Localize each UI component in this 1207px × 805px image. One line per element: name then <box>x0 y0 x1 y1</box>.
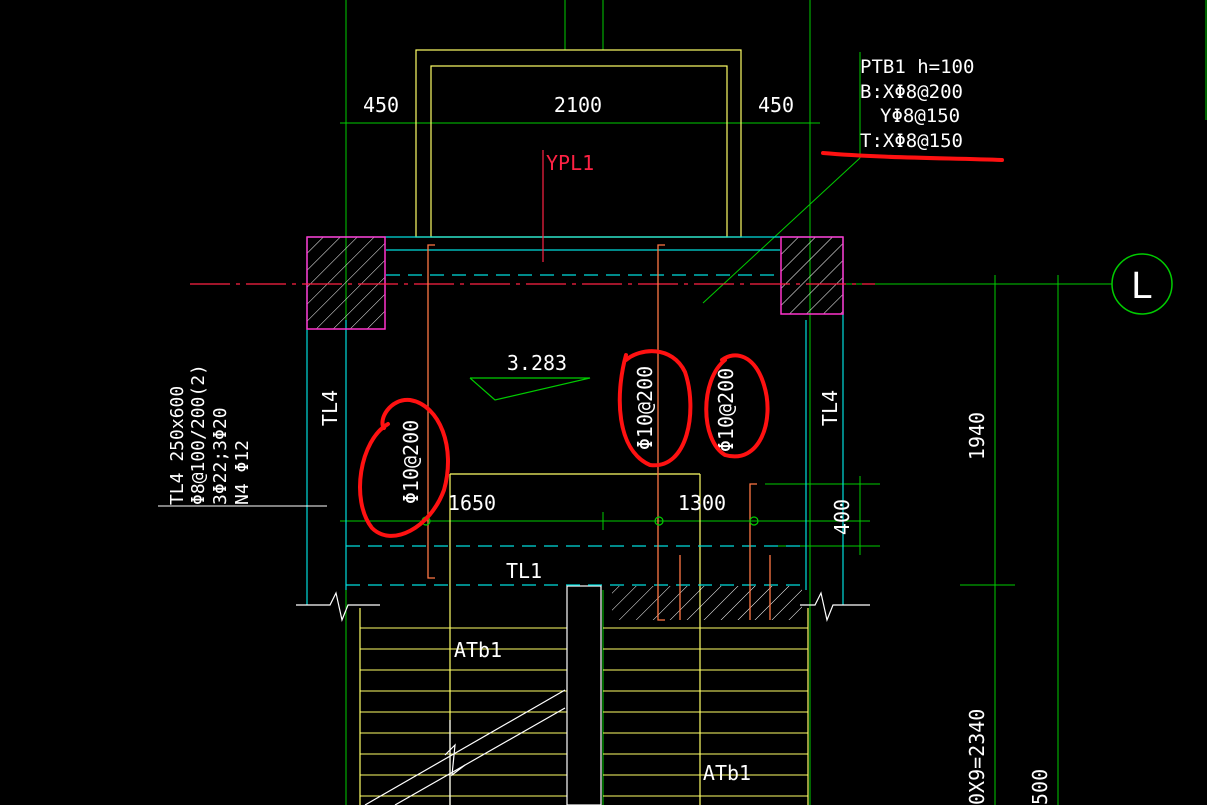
elevation-label: 3.283 <box>507 351 567 375</box>
label-atb1-top: ATb1 <box>454 638 502 662</box>
rebars <box>427 244 771 621</box>
dim-top-right: 450 <box>758 93 794 117</box>
label-tl4-left: TL4 <box>318 390 342 426</box>
dim-right-vertical: 1940 <box>965 412 989 460</box>
beam-section-hatch <box>612 586 802 620</box>
markup-circle-middle <box>617 349 693 468</box>
slab-note: PTB1 h=100 B:XΦ8@200 YΦ8@150 T:XΦ8@150 <box>860 56 974 152</box>
elevation-marker <box>469 377 591 401</box>
beams <box>306 236 844 605</box>
beam-note-line3: 3Φ22;3Φ20 <box>210 407 231 505</box>
rebar-mark-right: Φ10@200 <box>714 368 738 452</box>
column-right <box>780 236 844 315</box>
rebar-mark-middle: Φ10@200 <box>633 366 657 450</box>
dim-top-mid: 2100 <box>554 93 602 117</box>
dim-landing-right: 1300 <box>678 491 726 515</box>
rebar-mark-left: Φ10@200 <box>399 420 423 504</box>
markup-circle-left <box>358 397 450 538</box>
grid-lines <box>340 0 1207 805</box>
beam-note-line2: Φ8@100/200(2) <box>188 364 209 505</box>
label-ypl1: YPL1 <box>546 151 594 175</box>
red-markup <box>358 151 1004 538</box>
slab-note-line3: YΦ8@150 <box>880 105 960 127</box>
label-atb1-bottom: ATb1 <box>703 761 751 785</box>
dim-bottom-vertical-a: 0X9=2340 <box>965 709 989 805</box>
dim-top-left: 450 <box>363 93 399 117</box>
slab-note-line4: T:XΦ8@150 <box>860 130 963 152</box>
label-tl1: TL1 <box>506 559 542 583</box>
stair-divider-wall <box>566 585 602 805</box>
label-tl4-right: TL4 <box>818 390 842 426</box>
dim-bottom-vertical-b: 500 <box>1028 769 1052 805</box>
beam-note-line1: TL4 250x600 <box>167 386 188 505</box>
axis-bubble <box>1111 253 1173 315</box>
slab-note-line1: PTB1 h=100 <box>860 56 974 78</box>
beam-note-line4: N4 Φ12 <box>232 440 253 505</box>
dim-right-short: 400 <box>830 499 854 535</box>
axis-label-l: L <box>1131 265 1152 307</box>
column-left <box>306 236 386 330</box>
stair-break-line <box>364 689 566 805</box>
stair-treads <box>360 627 808 797</box>
beam-note: TL4 250x600 Φ8@100/200(2) 3Φ22;3Φ20 N4 Φ… <box>167 364 253 505</box>
slab-note-line2: B:XΦ8@200 <box>860 81 963 103</box>
break-symbols <box>296 591 870 623</box>
dim-landing-left: 1650 <box>448 491 496 515</box>
markup-circle-right <box>704 353 770 459</box>
markup-underline <box>821 151 1004 162</box>
